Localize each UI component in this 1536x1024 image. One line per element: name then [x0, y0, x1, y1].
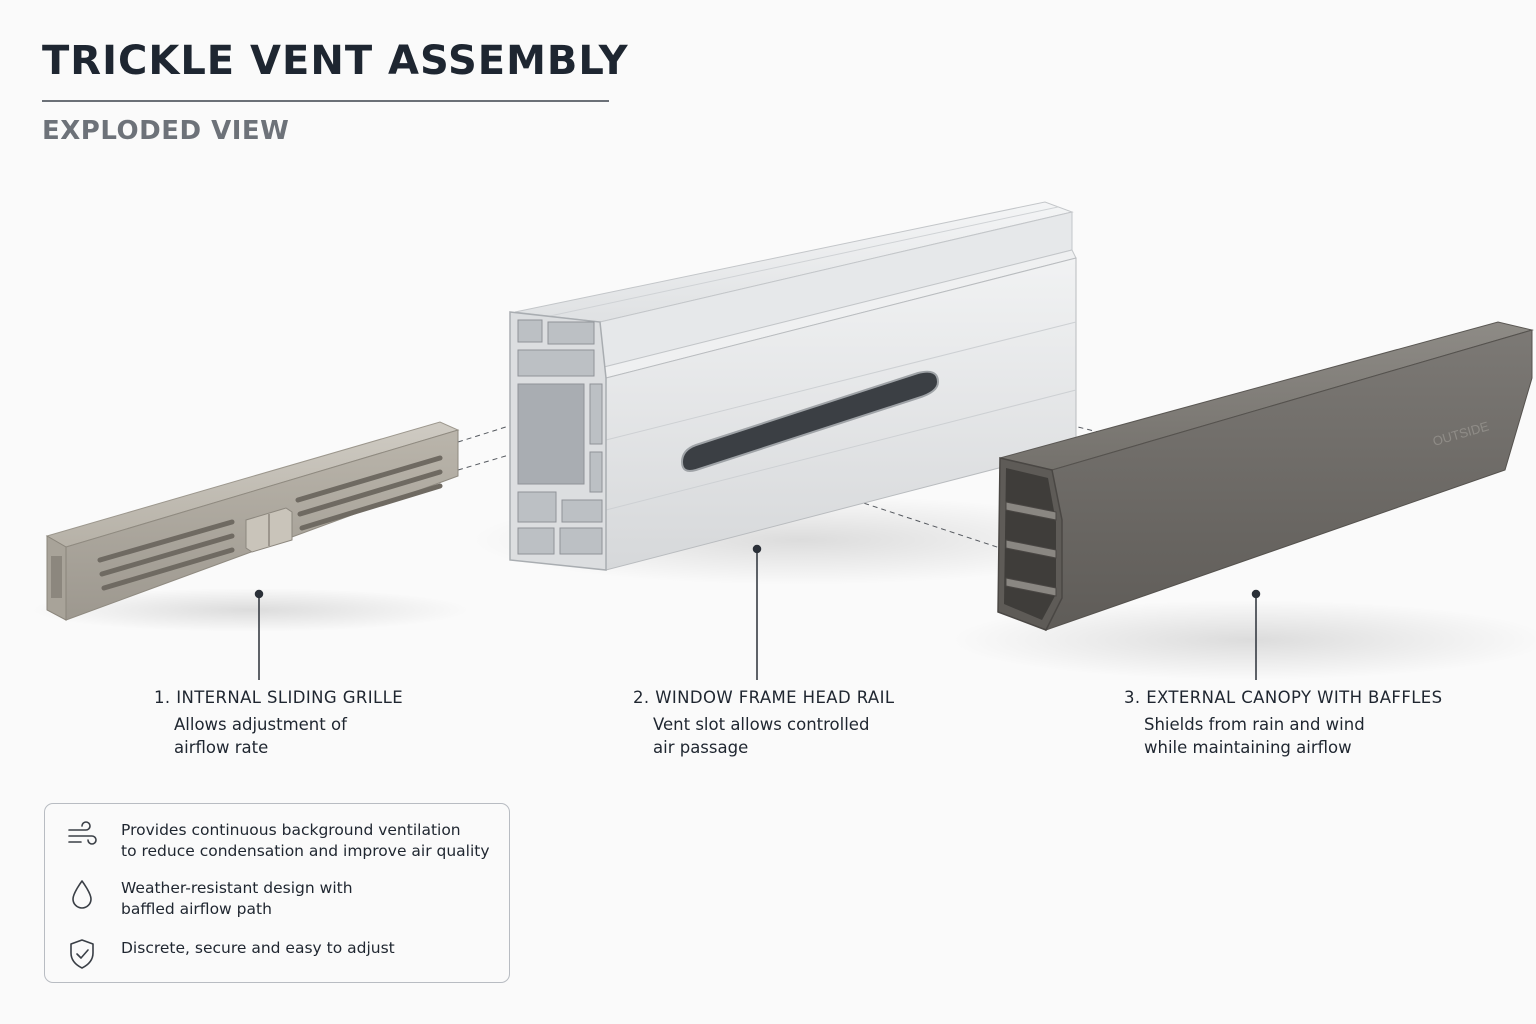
grille-vent-slots	[97, 455, 443, 591]
internal-sliding-grille	[45, 421, 460, 621]
component-heading: 2. WINDOW FRAME HEAD RAIL	[633, 688, 895, 707]
frame-profile-chambers	[517, 319, 603, 555]
component-label-frame: 2. WINDOW FRAME HEAD RAIL Vent slot allo…	[633, 688, 894, 759]
external-canopy-with-baffles	[997, 321, 1534, 631]
description-line: Shields from rain and wind	[1144, 715, 1365, 734]
water-drop-icon	[72, 880, 92, 909]
component-heading: 3. EXTERNAL CANOPY WITH BAFFLES	[1124, 688, 1443, 707]
features-panel: Provides continuous background ventilati…	[44, 803, 510, 983]
canopy-shadow	[950, 600, 1536, 680]
feature-text: Weather-resistant design with baffled ai…	[121, 879, 353, 918]
canopy-baffles	[1005, 501, 1057, 597]
component-description: Vent slot allows controlled air passage	[653, 713, 894, 759]
grille-shadow	[30, 588, 470, 632]
description-line: Allows adjustment of	[174, 715, 347, 734]
window-frame-head-rail	[509, 201, 1077, 571]
page-title: TRICKLE VENT ASSEMBLY	[42, 38, 629, 84]
frame-vent-slot	[680, 370, 940, 472]
description-line: air passage	[653, 738, 749, 757]
component-description: Shields from rain and wind while maintai…	[1144, 713, 1443, 759]
component-label-grille: 1. INTERNAL SLIDING GRILLE Allows adjust…	[154, 688, 403, 759]
component-description: Allows adjustment of airflow rate	[174, 713, 403, 759]
grille-slider-knob	[245, 507, 293, 553]
component-heading: 1. INTERNAL SLIDING GRILLE	[154, 688, 404, 707]
leader-lines	[254, 544, 1261, 680]
description-line: Vent slot allows controlled	[653, 715, 870, 734]
feature-text: Discrete, secure and easy to adjust	[121, 939, 395, 957]
wind-icon	[68, 821, 97, 845]
feature-text: Provides continuous background ventilati…	[121, 821, 490, 860]
component-label-canopy: 3. EXTERNAL CANOPY WITH BAFFLES Shields …	[1124, 688, 1443, 759]
title-divider	[42, 100, 609, 102]
shield-check-icon	[70, 939, 94, 969]
description-line: while maintaining airflow	[1144, 738, 1352, 757]
page-subtitle: EXPLODED VIEW	[42, 116, 290, 146]
description-line: airflow rate	[174, 738, 269, 757]
